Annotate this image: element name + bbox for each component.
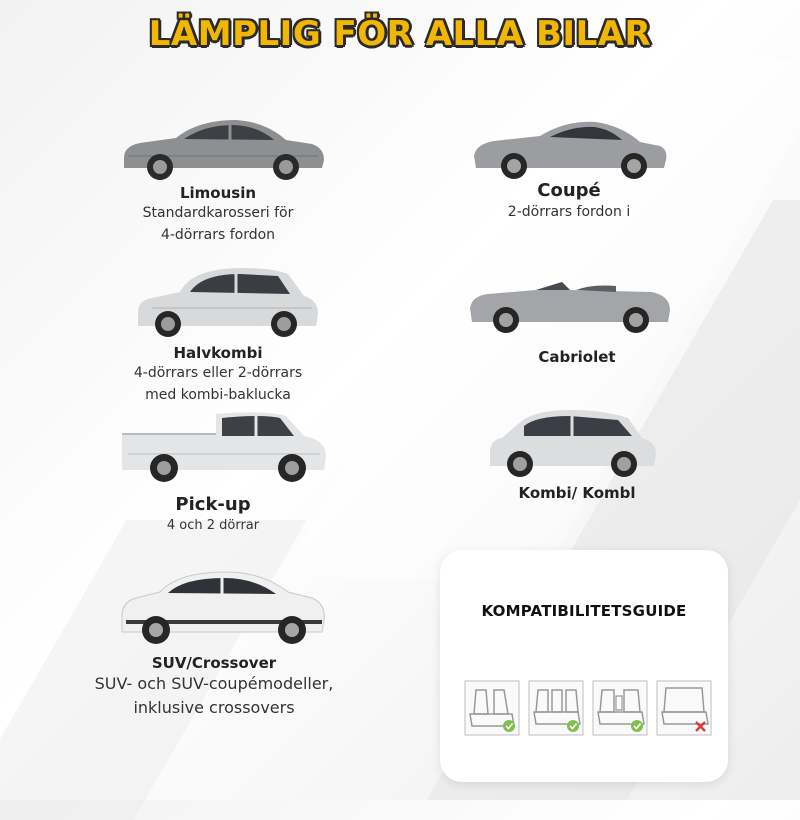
page-title: LÄMPLIG FÖR ALLA BILAR (148, 14, 652, 54)
cabriolet-car-image (466, 262, 676, 334)
car-type-name: Cabriolet (538, 348, 616, 366)
car-type-description: 4-dörrars fordon (160, 227, 276, 243)
car-type-description: 2-dörrars fordon i (507, 204, 631, 220)
car-type-description: SUV- och SUV-coupémodeller, (94, 674, 334, 693)
car-type-name: SUV/Crossover (151, 654, 277, 672)
cabriolet-label: Cabriolet (462, 348, 692, 366)
car-type-name: Halvkombi (173, 344, 263, 362)
hatchback-label: Halvkombi 4-dörrars eller 2-dörrars med … (98, 344, 338, 406)
coupe-label: Coupé 2-dörrars fordon i (454, 180, 684, 223)
car-type-name: Pick-up (175, 494, 251, 515)
pickup-truck-image (116, 404, 332, 484)
kombi-label: Kombi/ Kombl (462, 484, 692, 502)
coupe-car-image (470, 108, 670, 180)
guide-title: KOMPATIBILITETSGUIDE (481, 602, 687, 620)
pickup-label: Pick-up 4 och 2 dörrar (98, 494, 328, 537)
car-type-description: med kombi-baklucka (145, 387, 291, 403)
car-type-name: Kombi/ Kombl (518, 484, 636, 502)
hatchback-car-image (132, 262, 322, 340)
car-type-name: Coupé (537, 180, 601, 201)
car-type-description: 4-dörrars eller 2-dörrars (133, 365, 303, 381)
compatibility-guide-card: KOMPATIBILITETSGUIDE (440, 550, 728, 782)
seat-check-icon (528, 680, 584, 736)
sedan-car-image (118, 112, 328, 182)
car-type-description: 4 och 2 dörrar (166, 518, 260, 533)
car-type-description: inklusive crossovers (133, 698, 295, 717)
car-type-description: Standardkarosseri för (142, 205, 294, 221)
kombi-car-image (484, 404, 660, 480)
seat-check-icon (592, 680, 648, 736)
seat-cross-icon (656, 680, 712, 736)
car-type-name: Limousin (179, 184, 257, 202)
suv-car-image (116, 564, 330, 648)
suv-label: SUV/Crossover SUV- och SUV-coupémodeller… (58, 654, 370, 720)
seat-icon-row (464, 680, 712, 736)
seat-check-icon (464, 680, 520, 736)
sedan-label: Limousin Standardkarosseri för 4-dörrars… (98, 184, 338, 246)
